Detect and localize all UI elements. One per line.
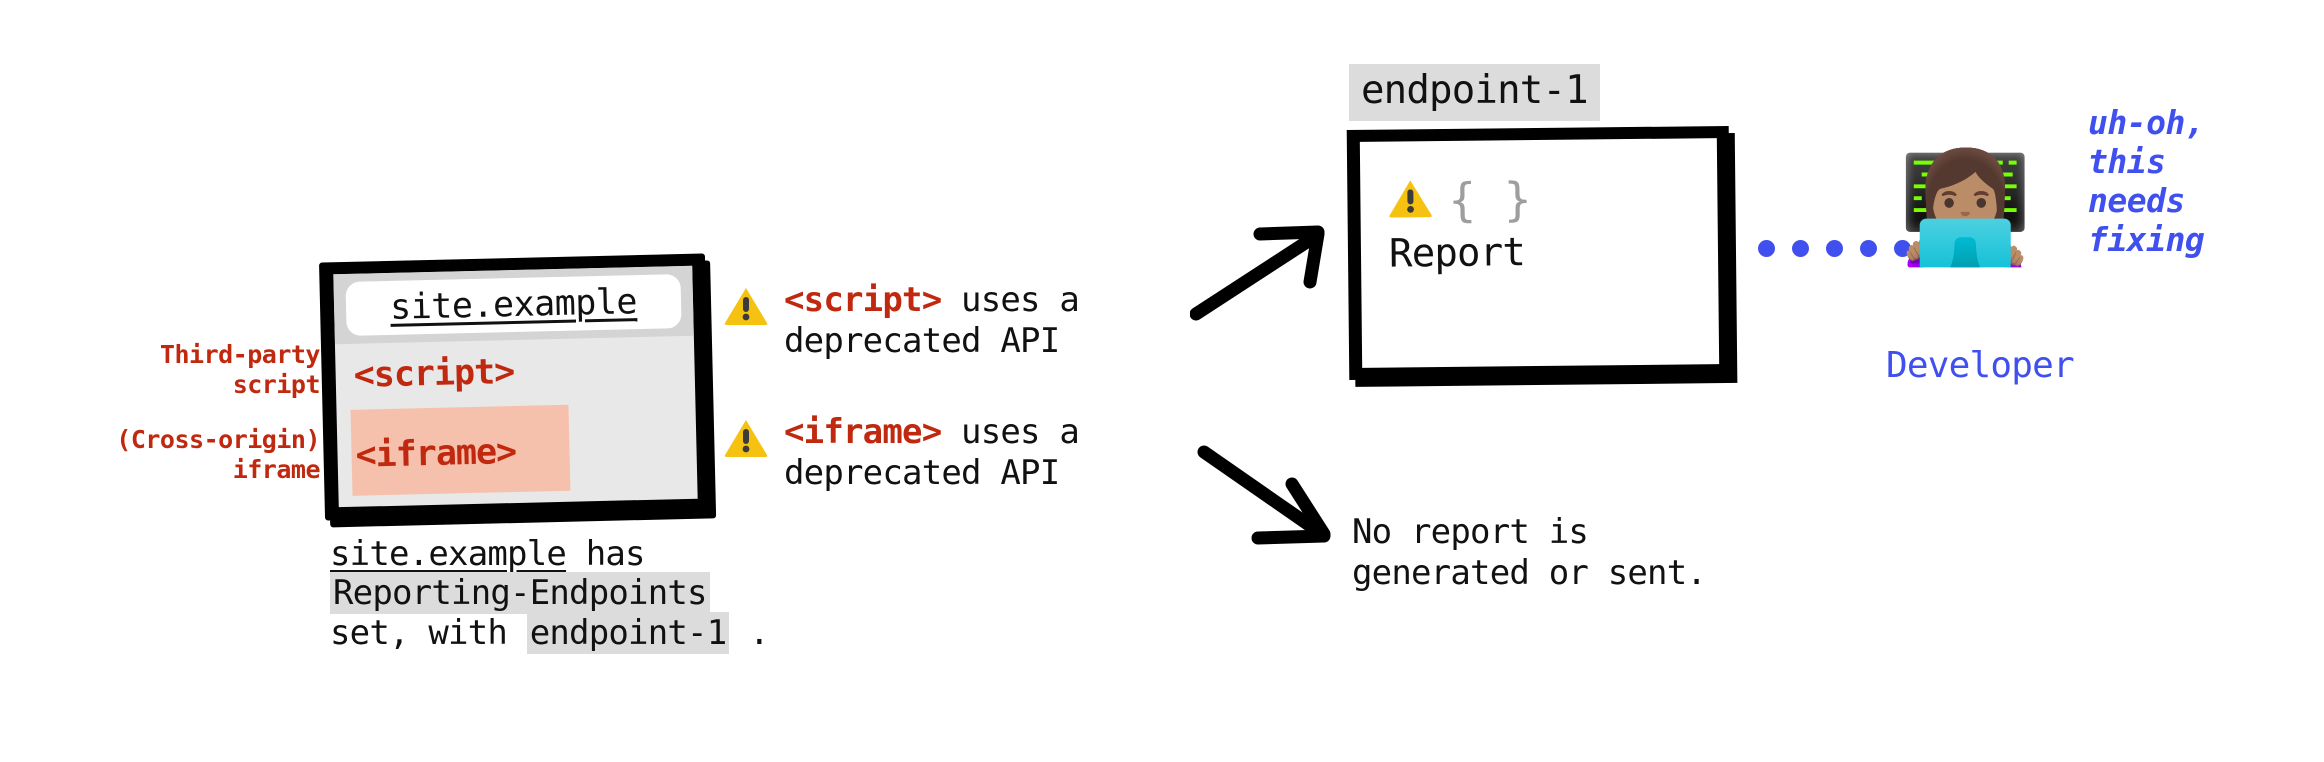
caption-domain: site.example	[330, 534, 567, 574]
no-report-text: No report is generated or sent.	[1352, 512, 1707, 593]
third-party-script-label-line2: script	[232, 369, 321, 399]
arrow-to-endpoint-icon	[1189, 222, 1330, 326]
warning-text-iframe: <iframe> uses a deprecated API	[784, 412, 1080, 494]
connector-dot	[1928, 240, 1945, 257]
developer-avatar-icon: 👩🏽‍💻	[1898, 146, 2033, 271]
caption-endpoint-chip: endpoint-1	[526, 611, 730, 654]
dotted-connector	[1758, 240, 1945, 257]
warning-body-iframe: uses a deprecated API	[784, 412, 1080, 493]
report-box: { } Report	[1346, 126, 1738, 387]
cross-origin-iframe-label-line2: iframe	[232, 454, 321, 484]
side-annotations: Third-party script (Cross-origin) iframe	[60, 340, 320, 484]
browser-window: site.example <script> <iframe>	[319, 253, 717, 528]
developer-speech-text: uh-oh, this needs fixing	[2088, 103, 2205, 259]
caption-line1-rest: has	[566, 534, 646, 574]
report-content: { } Report	[1388, 172, 1532, 277]
warning-code-iframe: <iframe>	[784, 412, 942, 452]
connector-dot	[1792, 240, 1809, 257]
warning-text-script: <script> uses a deprecated API	[784, 280, 1080, 362]
warning-triangle-icon	[1388, 178, 1432, 222]
warning-row-iframe: <iframe> uses a deprecated API	[724, 412, 1080, 494]
browser-chrome: site.example	[333, 265, 694, 345]
report-box-inner: { } Report	[1359, 138, 1720, 368]
caption-line3-suffix: .	[729, 612, 769, 653]
cross-origin-iframe-label: (Cross-origin) iframe	[60, 425, 320, 484]
endpoint-name-chip: endpoint-1	[1349, 64, 1600, 121]
caption-line-2: Reporting-Endpoints	[330, 572, 970, 615]
caption-line3-prefix: set, with	[330, 612, 527, 653]
caption-header-chip: Reporting-Endpoints	[330, 572, 710, 615]
warning-triangle-icon	[724, 286, 768, 330]
json-braces-icon: { }	[1448, 172, 1532, 227]
warning-code-script: <script>	[784, 280, 942, 320]
warning-triangle-icon	[724, 418, 768, 462]
script-tag-text: <script>	[353, 352, 515, 396]
url-text: site.example	[389, 282, 638, 328]
connector-dot	[1860, 240, 1877, 257]
caption-line-3: set, with endpoint-1 .	[330, 611, 970, 654]
report-icon-row: { }	[1388, 172, 1532, 227]
warning-body-script: uses a deprecated API	[784, 280, 1080, 361]
browser-page-content: <script> <iframe>	[335, 336, 698, 507]
browser-window-viewport: site.example <script> <iframe>	[333, 265, 698, 508]
third-party-script-label-line1: Third-party	[159, 340, 321, 369]
arrow-to-no-report-icon	[1196, 442, 1346, 556]
url-bar[interactable]: site.example	[345, 274, 682, 336]
developer-label: Developer	[1886, 345, 2075, 386]
browser-caption: site.example has Reporting-Endpoints set…	[330, 534, 970, 654]
connector-dot	[1758, 240, 1775, 257]
cross-origin-iframe-label-line1: (Cross-origin)	[116, 425, 320, 454]
third-party-script-label: Third-party script	[60, 340, 321, 399]
report-label: Report	[1388, 230, 1526, 277]
connector-dot	[1826, 240, 1843, 257]
caption-line-1: site.example has	[330, 534, 970, 574]
connector-dot	[1894, 240, 1911, 257]
warning-row-script: <script> uses a deprecated API	[724, 280, 1080, 362]
iframe-tag-text: <iframe>	[355, 431, 517, 476]
